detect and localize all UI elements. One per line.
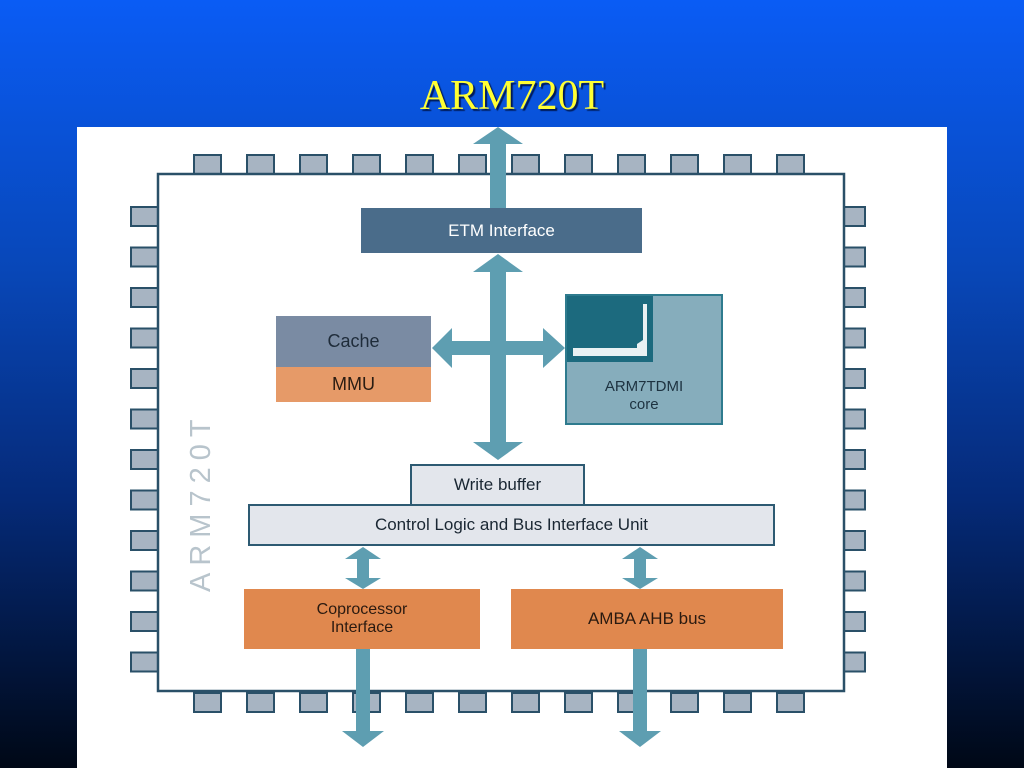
arrow-etm-to-buffer <box>473 254 523 460</box>
pin-bottom <box>723 692 752 713</box>
pin-left <box>130 570 159 592</box>
pin-left <box>130 651 159 673</box>
pin-right <box>843 611 866 632</box>
pin-left <box>130 408 159 430</box>
pin-left <box>130 287 159 308</box>
pin-left <box>130 530 159 551</box>
pin-top <box>723 154 752 175</box>
mmu-block: MMU <box>276 367 431 402</box>
pin-right <box>843 570 866 592</box>
pin-bottom <box>511 692 540 713</box>
pin-top <box>193 154 222 175</box>
pin-right <box>843 530 866 551</box>
pin-right <box>843 327 866 349</box>
write-buffer-block: Write buffer <box>410 464 585 506</box>
pin-left <box>130 246 159 268</box>
pin-top <box>670 154 699 175</box>
pin-bottom <box>246 692 275 713</box>
arrow-cache-core <box>432 328 565 368</box>
pin-bottom <box>776 692 805 713</box>
core-label: ARM7TDMI core <box>567 378 721 414</box>
etm-interface-block: ETM Interface <box>361 208 642 253</box>
pin-top <box>299 154 328 175</box>
cpu-icon <box>567 296 653 362</box>
arrow-amba-down <box>619 649 661 747</box>
pin-right <box>843 408 866 430</box>
pin-right <box>843 206 866 227</box>
pin-right <box>843 449 866 470</box>
coprocessor-label-line2: Interface <box>330 619 394 636</box>
bus-arrows <box>342 127 661 747</box>
control-logic-block: Control Logic and Bus Interface Unit <box>248 504 775 546</box>
arm7tdmi-core-block: ARM7TDMI core <box>565 294 723 425</box>
pin-left <box>130 206 159 227</box>
pin-right <box>843 651 866 673</box>
coprocessor-interface-block: Coprocessor Interface <box>244 589 480 649</box>
pin-left <box>130 611 159 632</box>
pin-top <box>776 154 805 175</box>
pin-bottom <box>299 692 328 713</box>
pin-left <box>130 368 159 389</box>
pin-right <box>843 368 866 389</box>
pin-bottom <box>670 692 699 713</box>
diagram-canvas: ETM Interface Cache MMU ARM7TDMI core Wr… <box>77 127 947 768</box>
core-label-line2: core <box>629 396 659 413</box>
pin-top <box>617 154 646 175</box>
coprocessor-label-line1: Coprocessor <box>316 600 408 618</box>
cache-block: Cache <box>276 316 431 367</box>
pin-right <box>843 287 866 308</box>
pin-top <box>405 154 434 175</box>
arrow-ctrl-copro <box>345 547 381 589</box>
pin-top <box>511 154 540 175</box>
pin-bottom <box>405 692 434 713</box>
arrow-ctrl-amba <box>622 547 658 589</box>
pin-top <box>458 154 487 175</box>
pin-top <box>564 154 593 175</box>
arrow-copro-down <box>342 649 384 747</box>
amba-ahb-bus-block: AMBA AHB bus <box>511 589 783 649</box>
chip-vertical-label: ARM720T <box>185 412 217 592</box>
core-label-line1: ARM7TDMI <box>604 378 684 395</box>
pin-bottom <box>193 692 222 713</box>
pin-top <box>352 154 381 175</box>
slide-title: ARM720T <box>419 73 605 119</box>
chip-pins <box>130 154 866 713</box>
pin-top <box>246 154 275 175</box>
arrow-up-top <box>473 127 523 208</box>
pin-left <box>130 449 159 470</box>
pin-right <box>843 246 866 268</box>
pin-left <box>130 489 159 511</box>
pin-right <box>843 489 866 511</box>
pin-bottom <box>564 692 593 713</box>
pin-left <box>130 327 159 349</box>
pin-bottom <box>458 692 487 713</box>
